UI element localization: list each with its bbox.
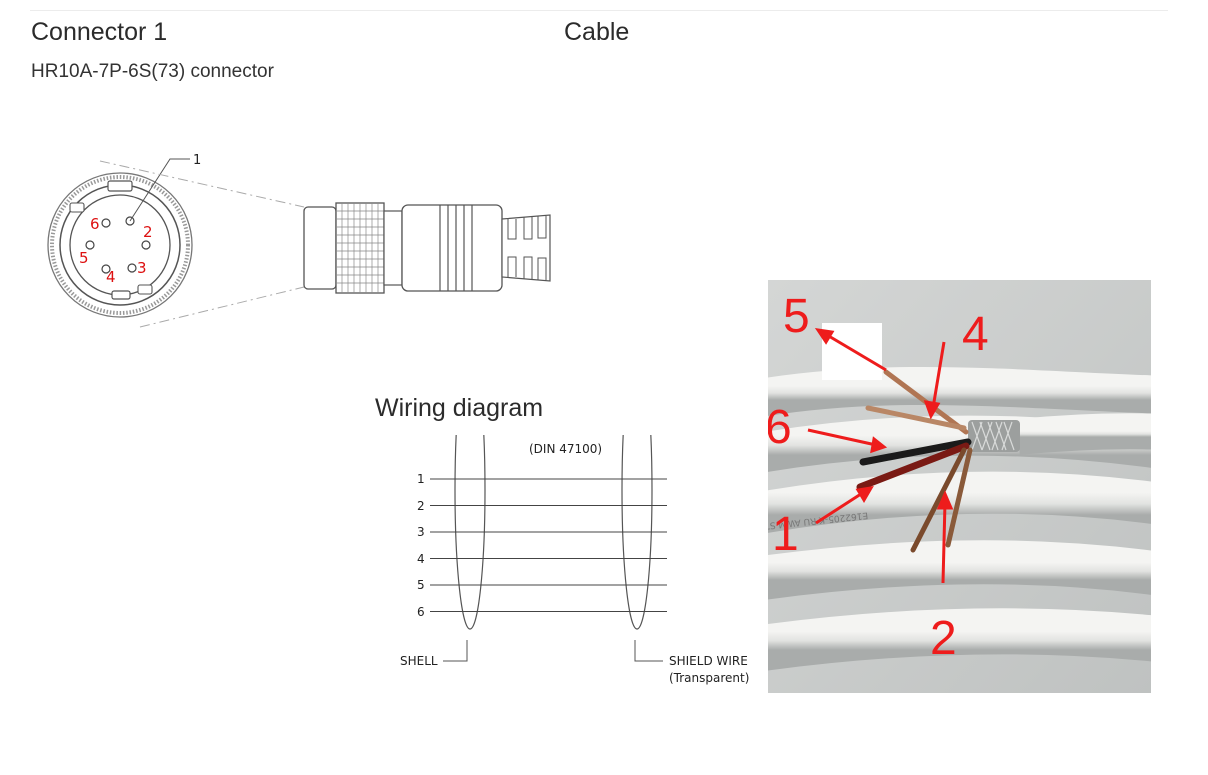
connector-title: Connector 1 (31, 18, 168, 46)
wire-number-5: 5 (417, 578, 425, 592)
wire-number-2: 2 (417, 499, 425, 513)
pin-6 (101, 218, 111, 228)
connector-drawing: 6 2 5 4 3 1 (47, 153, 551, 328)
wire-number-4: 4 (417, 552, 425, 566)
photo-label-2: 2 (930, 612, 957, 665)
shell-ellipse (454, 435, 486, 630)
projection-line-top (99, 160, 305, 208)
pin-label-5: 5 (79, 249, 89, 267)
cable-main (1016, 413, 1151, 455)
wire-brown (910, 447, 967, 553)
callout-leader (129, 158, 190, 222)
pin-label-4: 4 (106, 268, 116, 286)
connector-key-top (107, 180, 133, 192)
pin-2 (141, 240, 151, 250)
shield-leader (634, 640, 663, 662)
photo-label-6: 6 (768, 401, 792, 454)
wire-number-1: 1 (417, 472, 425, 486)
strain-relief-ribs (507, 216, 547, 280)
cable-title: Cable (564, 18, 630, 46)
din-standard-label: (DIN 47100) (529, 442, 602, 456)
top-divider (30, 10, 1168, 11)
wire-brown-2 (945, 447, 973, 548)
cable-loop-1 (768, 366, 1151, 416)
callout-label: 1 (193, 153, 201, 168)
projection-line-bottom (139, 286, 305, 328)
cable-photo: E162205-K RU AWM STYLE 2025 80C 30V VW-1… (768, 280, 1151, 693)
connector-side-body (401, 204, 503, 292)
braid-texture (971, 421, 1015, 451)
cable-loop-5 (768, 608, 1151, 671)
photo-label-4: 4 (962, 308, 989, 361)
body-ribs (439, 205, 473, 291)
wiring-diagram-title: Wiring diagram (375, 394, 544, 422)
connector-key-left (69, 202, 85, 213)
wire-number-6: 6 (417, 605, 425, 619)
shield-wire-label: SHIELD WIRE (669, 654, 748, 668)
connector-side-collar (383, 210, 403, 286)
pin-4 (101, 264, 111, 274)
shell-label: SHELL (400, 654, 438, 668)
wire-black (859, 438, 972, 466)
connector-key-bottom (111, 290, 131, 300)
shell-leader (443, 640, 468, 662)
photo-label-1: 1 (772, 508, 799, 561)
wire-red (856, 442, 970, 491)
wire-tan (865, 405, 967, 431)
wire-group (430, 478, 667, 612)
photo-label-5: 5 (783, 290, 810, 343)
pin-label-3: 3 (137, 259, 147, 277)
cable-loop-4 (768, 540, 1151, 600)
connector-side-nose (303, 206, 337, 290)
pin-3 (127, 263, 137, 273)
braid-shield (968, 420, 1020, 452)
pin-label-6: 6 (90, 215, 100, 233)
pin-5 (85, 240, 95, 250)
pin-label-2: 2 (143, 223, 153, 241)
shield-ellipse (621, 435, 653, 630)
connector-part-number: HR10A-7P-6S(73) connector (31, 61, 274, 82)
wire-arrows (807, 328, 954, 584)
knurl-grid (336, 203, 384, 293)
connector-knurl-texture (50, 175, 190, 315)
wire-number-3: 3 (417, 525, 425, 539)
strain-relief (501, 214, 551, 282)
shield-wire-note: (Transparent) (669, 671, 749, 685)
wiring-diagram: (DIN 47100) 1 2 3 4 5 6 SHELL SHIELD WIR… (400, 435, 749, 685)
connector-key-right (137, 284, 153, 295)
